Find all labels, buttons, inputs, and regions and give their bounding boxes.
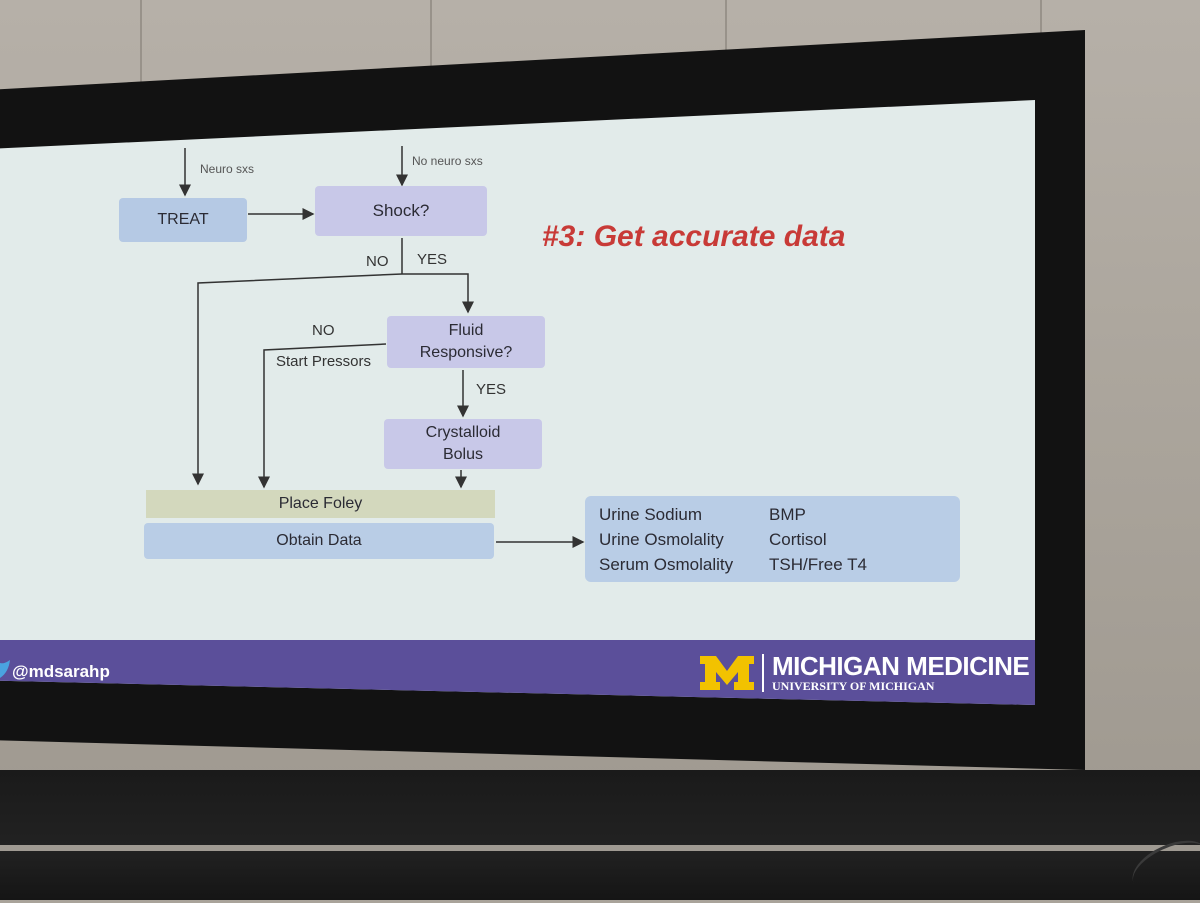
shock-no-label: NO (366, 253, 389, 270)
fluid-line2: Responsive? (419, 344, 513, 361)
obtain-data-node: Obtain Data (144, 523, 494, 559)
line-shock-yes (402, 273, 474, 314)
shock-yes-label: YES (417, 251, 448, 268)
wall-seam (430, 0, 432, 120)
lab-left: Urine Sodium (599, 505, 702, 524)
wall-seam (140, 0, 142, 120)
stage-floor (0, 770, 1200, 900)
lab-tests-box: Urine Sodium BMP Urine Osmolality Cortis… (585, 496, 960, 582)
michigan-medicine-wordmark: MICHIGAN MEDICINE UNIVERSITY OF MICHIGAN (772, 651, 1030, 693)
fluid-responsive-node: Fluid Responsive? (387, 316, 545, 368)
org-subtitle: UNIVERSITY OF MICHIGAN (772, 679, 935, 693)
lab-row: Serum Osmolality TSH/Free T4 (599, 552, 960, 577)
fluid-no-label: NO (312, 322, 335, 339)
org-name: MICHIGAN MEDICINE (772, 651, 1030, 681)
slide-title: #3: Get accurate data (542, 220, 846, 253)
bolus-line2: Bolus (442, 446, 484, 463)
lab-right: TSH/Free T4 (769, 555, 867, 574)
logo-divider (762, 654, 764, 692)
neuro-sxs-label: Neuro sxs (200, 162, 255, 176)
crystalloid-bolus-node: Crystalloid Bolus (384, 419, 542, 469)
floor-edge (0, 845, 1200, 851)
twitter-bird-icon (0, 660, 10, 678)
michigan-block-m-icon (700, 656, 754, 690)
start-pressors-label: Start Pressors (276, 353, 372, 370)
line-shock-no (192, 273, 403, 486)
fluid-yes-label: YES (476, 381, 507, 398)
treat-node: TREAT (119, 198, 247, 242)
flowchart-arrows (179, 146, 585, 548)
lab-right: Cortisol (769, 530, 827, 549)
shock-node: Shock? (315, 186, 487, 236)
presentation-slide: Neuro sxs No neuro sxs TREAT Shock? NO Y… (0, 100, 1035, 705)
lab-left: Urine Osmolality (599, 530, 724, 549)
line-pressors (258, 343, 387, 489)
place-foley-node: Place Foley (146, 490, 495, 518)
lab-left: Serum Osmolality (599, 555, 734, 574)
lab-right: BMP (769, 505, 806, 524)
lab-row: Urine Osmolality Cortisol (599, 527, 960, 552)
bolus-line1: Crystalloid (425, 424, 501, 442)
no-neuro-sxs-label: No neuro sxs (412, 154, 483, 168)
lab-row: Urine Sodium BMP (599, 502, 960, 527)
fluid-line1: Fluid (448, 322, 484, 340)
twitter-handle: @mdsarahp (12, 662, 110, 681)
